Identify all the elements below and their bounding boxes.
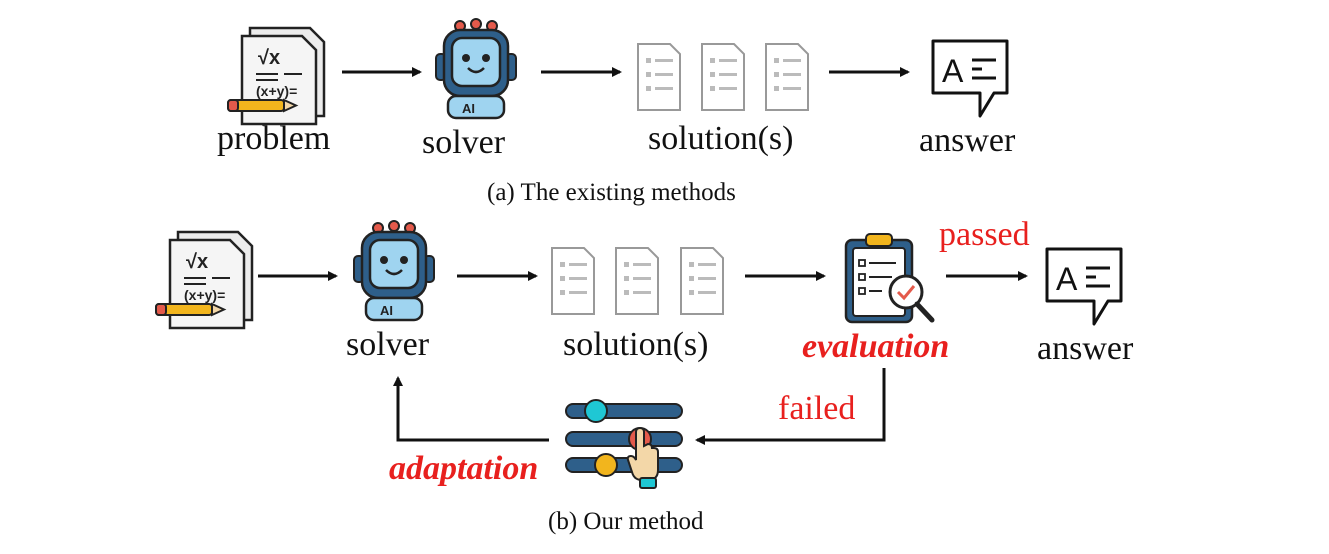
failed-label: failed — [778, 390, 856, 427]
arrow-adaptation-to-solver — [393, 376, 549, 442]
top-solutions-label: solution(s) — [648, 120, 794, 157]
answer-bubble-letter: A — [942, 53, 964, 89]
passed-label: passed — [939, 216, 1030, 253]
solution-doc-icon-2 — [701, 43, 745, 111]
adaptation-sliders-icon — [565, 399, 683, 489]
evaluation-clipboard-icon — [844, 233, 935, 324]
problem-expr-text-bottom: (x+y)= — [184, 287, 225, 303]
top-caption: (a) The existing methods — [487, 179, 736, 206]
answer-bubble-icon-bottom: A — [1045, 247, 1123, 326]
robot-ai-text: AI — [462, 101, 475, 116]
bottom-solver-label: solver — [346, 326, 430, 363]
solution-doc-icon-bottom-1 — [551, 247, 595, 315]
answer-bubble-icon: A — [931, 39, 1009, 118]
problem-sqrt-text: √x — [258, 47, 280, 69]
adaptation-label: adaptation — [389, 450, 539, 487]
robot-ai-text-bottom: AI — [380, 303, 393, 318]
top-solver-label: solver — [422, 124, 506, 161]
bottom-solutions-label: solution(s) — [563, 326, 709, 363]
problem-icon-bottom: √x (x+y)= — [155, 230, 254, 330]
problem-sqrt-text-bottom: √x — [186, 251, 208, 273]
bottom-answer-label: answer — [1037, 330, 1134, 367]
solution-doc-icon-1 — [637, 43, 681, 111]
problem-icon: √x (x+y)= — [227, 26, 326, 126]
solution-doc-icon-3 — [765, 43, 809, 111]
evaluation-label: evaluation — [802, 328, 950, 365]
solution-doc-icon-bottom-3 — [680, 247, 724, 315]
solution-doc-icon-bottom-2 — [615, 247, 659, 315]
answer-bubble-letter-bottom: A — [1056, 261, 1078, 297]
bottom-caption: (b) Our method — [548, 508, 704, 535]
top-answer-label: answer — [919, 122, 1016, 159]
solver-robot-icon: AI — [435, 18, 517, 120]
top-problem-label: problem — [217, 120, 331, 157]
problem-expr-text: (x+y)= — [256, 83, 297, 99]
arrow-evaluation-to-adaptation — [695, 368, 886, 445]
solver-robot-icon-bottom: AI — [353, 220, 435, 322]
